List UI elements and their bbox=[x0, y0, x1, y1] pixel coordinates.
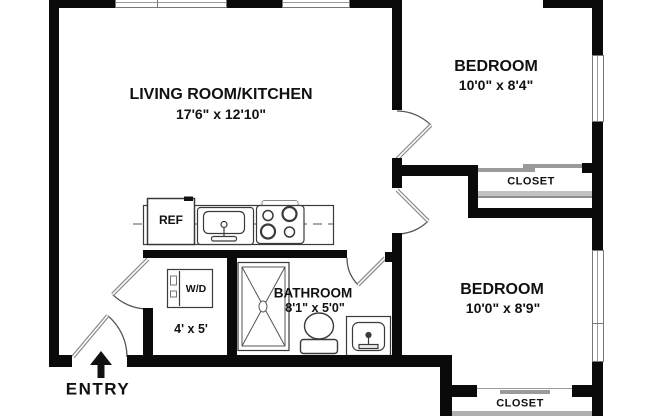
bedroom-bottom-label: BEDROOM bbox=[460, 281, 544, 298]
wall-closet-bottom-front-left bbox=[452, 385, 477, 397]
wall-bedroom-top-south bbox=[392, 165, 478, 176]
wall-right-upper bbox=[592, 0, 603, 55]
toilet-icon bbox=[299, 312, 339, 355]
bedroom-top-door-swing bbox=[395, 110, 433, 161]
window-mullion bbox=[157, 0, 158, 7]
wall-right-lower bbox=[592, 362, 603, 416]
wall-top-c bbox=[350, 0, 400, 8]
wall-bottom-main bbox=[127, 355, 452, 367]
bathroom-door-swing bbox=[346, 256, 387, 287]
wall-center-lower bbox=[392, 233, 402, 367]
living-room-dimensions: 17'6" x 12'10" bbox=[175, 106, 267, 122]
wall-closet-top-stub bbox=[582, 163, 592, 173]
shower-icon bbox=[237, 261, 290, 352]
wall-closet-bottom-front-right bbox=[572, 385, 592, 397]
window-mullion bbox=[593, 323, 603, 324]
window-glass-line bbox=[597, 251, 598, 361]
wall-laundry-left bbox=[143, 308, 153, 367]
bedroom-bottom-door-swing bbox=[395, 188, 430, 235]
closet-bottom-label: CLOSET bbox=[496, 397, 544, 410]
wall-closet-top-left bbox=[468, 165, 478, 218]
closet-top-label: CLOSET bbox=[507, 175, 555, 188]
wall-right-middle bbox=[592, 122, 603, 250]
bedroom-top-dimensions: 10'0" x 8'4" bbox=[458, 77, 534, 93]
bedroom-top-label: BEDROOM bbox=[454, 58, 538, 75]
wall-left bbox=[49, 0, 59, 367]
stove-icon bbox=[255, 200, 305, 245]
wall-between-bedrooms bbox=[468, 208, 592, 218]
closet-bottom-shelf bbox=[452, 411, 592, 416]
closet-top-shelf bbox=[478, 191, 592, 198]
wall-kitchen-south bbox=[143, 250, 347, 258]
entry-label: ENTRY bbox=[65, 379, 131, 399]
refrigerator-label: REF bbox=[159, 213, 183, 227]
closet-top-sliding-door-panel bbox=[478, 168, 535, 172]
bathroom-label: BATHROOM bbox=[273, 285, 353, 301]
laundry-dimensions: 4' x 5' bbox=[174, 321, 208, 336]
wall-top-a bbox=[49, 0, 115, 8]
window-top-1 bbox=[115, 0, 227, 8]
laundry-door-swing bbox=[111, 257, 150, 310]
window-top-2 bbox=[282, 0, 350, 8]
window-glass-line bbox=[597, 56, 598, 121]
wall-center-upper bbox=[392, 0, 402, 110]
wall-top-b bbox=[227, 0, 282, 8]
entry-arrow-icon bbox=[90, 351, 112, 378]
wall-top-right bbox=[543, 0, 603, 8]
bathroom-sink-icon bbox=[345, 315, 392, 357]
closet-top-sliding-door-panel bbox=[523, 164, 582, 168]
closet-bottom-sliding-door-panel bbox=[500, 390, 550, 394]
kitchen-sink-icon bbox=[196, 206, 255, 246]
wall-bedroom-bottom-left bbox=[440, 357, 452, 416]
living-room-label: LIVING ROOM/KITCHEN bbox=[129, 86, 313, 103]
window-glass-line bbox=[116, 2, 226, 3]
window-glass-line bbox=[283, 2, 349, 3]
wall-bottom-left bbox=[49, 355, 72, 367]
wall-bathroom-door-stub bbox=[385, 252, 402, 262]
washer-dryer-label: W/D bbox=[185, 282, 207, 295]
entry-door-swing bbox=[71, 314, 128, 359]
closet-bottom-sliding-door-track bbox=[477, 387, 572, 390]
wall-laundry-right bbox=[227, 250, 237, 367]
window-bedroom-bottom bbox=[592, 250, 604, 362]
bedroom-bottom-dimensions: 10'0" x 8'9" bbox=[465, 300, 541, 316]
bathroom-dimensions: 8'1" x 5'0" bbox=[285, 300, 345, 315]
window-bedroom-top bbox=[592, 55, 604, 122]
